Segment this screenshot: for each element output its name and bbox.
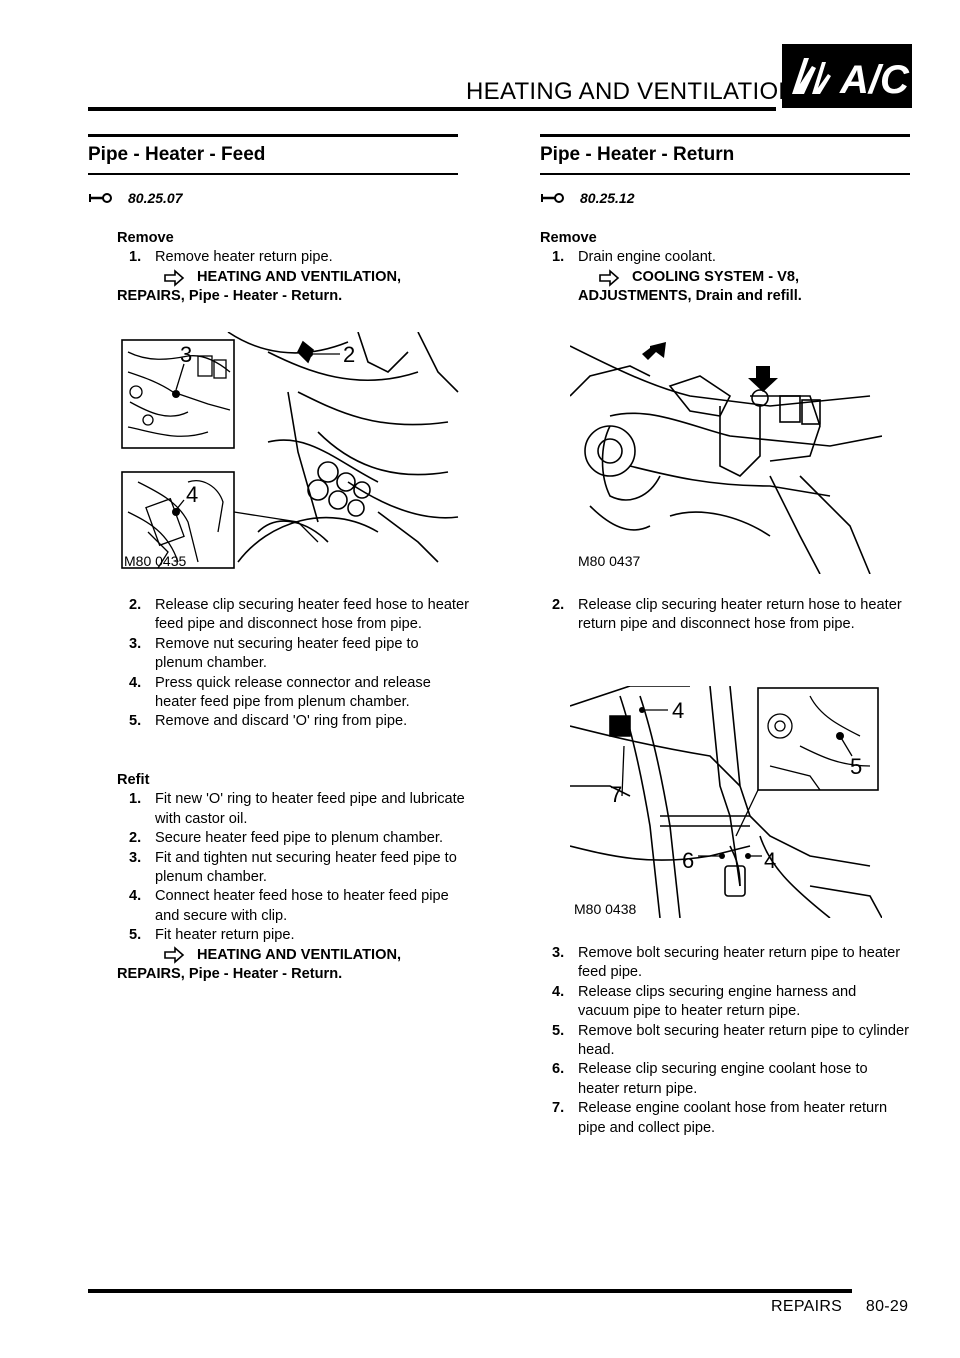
left-remove-heading: Remove [117, 230, 174, 246]
list-item: 5.Fit heater return pipe. [129, 927, 295, 944]
right-remove-steps-c: 3.Remove bolt securing heater return pip… [540, 944, 910, 1138]
figure-code: M80 0438 [574, 901, 636, 917]
svg-text:A/C: A/C [839, 58, 910, 102]
left-repair-ref: 80.25.07 [88, 190, 183, 206]
pointing-hand-icon [164, 268, 185, 287]
left-section-title: Pipe - Heater - Feed [88, 144, 266, 165]
right-remove-steps-a: 1.Drain engine coolant. [540, 248, 910, 267]
list-item: 1.Drain engine coolant. [552, 249, 716, 266]
pointing-hand-icon [599, 268, 620, 287]
left-refit-heading: Refit [117, 772, 150, 788]
left-refit-steps: 1.Fit new 'O' ring to heater feed pipe a… [117, 790, 469, 945]
callout-4: 4 [186, 482, 198, 507]
wrench-time-icon [541, 193, 564, 203]
left-section-top-rule [88, 134, 458, 137]
right-remove-block-b: 2.Release clip securing heater return ho… [540, 596, 910, 635]
list-item: 7.Release engine coolant hose from heate… [552, 1100, 888, 1136]
left-remove-steps-a: 1.Remove heater return pipe. [117, 248, 467, 267]
page-header-title: HEATING AND VENTILATION [466, 78, 797, 105]
list-item: 3.Remove nut securing heater feed pipe t… [129, 635, 419, 672]
right-repair-ref: 80.25.12 [540, 190, 635, 206]
figure-m80-0438: 5 4 7 6 4 M80 0438 [569, 685, 883, 919]
list-item: 4.Connect heater feed hose to heater fee… [129, 888, 449, 924]
ac-logo: A/C [782, 44, 912, 108]
list-item: 3.Remove bolt securing heater return pip… [552, 945, 901, 981]
list-item: 6.Release clip securing engine coolant h… [552, 1061, 868, 1097]
pointing-hand-icon [164, 946, 185, 965]
right-xref-1[interactable]: COOLING SYSTEM - V8, ADJUSTMENTS, Drain … [578, 268, 802, 305]
footer-rule [88, 1289, 852, 1293]
list-item: 1.Fit new 'O' ring to heater feed pipe a… [129, 791, 465, 827]
figure-m80-0437: M80 0437 [569, 336, 883, 575]
left-xref-1[interactable]: HEATING AND VENTILATION, REPAIRS, Pipe -… [117, 268, 402, 305]
list-item: 4.Release clips securing engine harness … [552, 983, 857, 1020]
footer-page-number: 80-29 [865, 1298, 909, 1315]
figure-code: M80 0435 [124, 553, 186, 569]
list-item: 3.Fit and tighten nut securing heater fe… [129, 849, 457, 886]
callout-3: 3 [180, 342, 192, 367]
right-remove-steps-b: 2.Release clip securing heater return ho… [540, 596, 910, 635]
right-section-top-rule [540, 134, 910, 137]
callout-4-bottom: 4 [764, 848, 776, 873]
callout-2: 2 [343, 342, 355, 367]
right-ref-code: 80.25.12 [580, 190, 635, 206]
callout-6: 6 [682, 848, 694, 873]
callout-5: 5 [850, 754, 862, 779]
list-item: 2.Release clip securing heater feed hose… [129, 597, 469, 633]
list-item: 5.Remove bolt securing heater return pip… [552, 1022, 909, 1059]
right-remove-heading: Remove [540, 230, 597, 246]
right-remove-block: Remove 1.Drain engine coolant. COOLING S… [540, 229, 910, 307]
right-remove-block-c: 3.Remove bolt securing heater return pip… [540, 944, 910, 1138]
left-xref-2[interactable]: HEATING AND VENTILATION, REPAIRS, Pipe -… [117, 946, 402, 983]
list-item: 4.Press quick release connector and rele… [129, 674, 431, 711]
list-item: 5.Remove and discard 'O' ring from pipe. [129, 713, 408, 730]
left-ref-code: 80.25.07 [128, 190, 183, 206]
list-item: 1.Remove heater return pipe. [129, 249, 333, 266]
callout-7: 7 [610, 782, 622, 807]
left-remove-block-b: 2.Release clip securing heater feed hose… [117, 596, 469, 732]
list-item: 2.Secure heater feed pipe to plenum cham… [129, 830, 444, 847]
figure-code: M80 0437 [578, 553, 640, 569]
callout-4-top: 4 [672, 698, 684, 723]
figure-m80-0435: 3 2 4 M80 0435 [118, 331, 463, 570]
right-section-title: Pipe - Heater - Return [540, 144, 735, 165]
left-section-bottom-rule [88, 173, 458, 175]
wrench-time-icon [89, 193, 112, 203]
footer-section: REPAIRS [771, 1298, 843, 1315]
left-remove-steps-b: 2.Release clip securing heater feed hose… [117, 596, 469, 732]
list-item: 2.Release clip securing heater return ho… [552, 597, 902, 633]
page-footer: REPAIRS 80-29 [771, 1298, 908, 1316]
left-refit-block: Refit 1.Fit new 'O' ring to heater feed … [117, 771, 469, 984]
right-section-bottom-rule [540, 173, 910, 175]
left-remove-block: Remove 1.Remove heater return pipe. HEAT… [117, 229, 467, 307]
header-rule [88, 107, 776, 111]
